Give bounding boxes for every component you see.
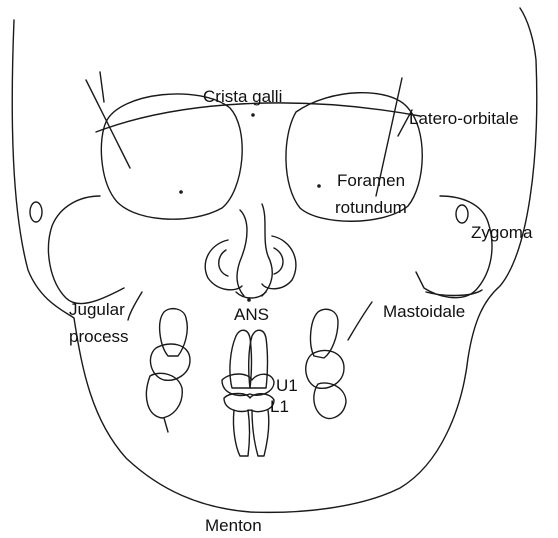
left-zygoma-oval [30, 202, 42, 222]
incisor-crowns-lower [224, 394, 274, 412]
nasal-floor [236, 292, 266, 298]
nasal-septum-right [262, 204, 272, 296]
label-crista-galli: Crista galli [203, 88, 282, 106]
left-orbit [101, 94, 242, 219]
skull-outline [12, 8, 537, 512]
right-zygoma-oval [456, 205, 468, 223]
mastoid-pointer [348, 302, 372, 340]
left-molar-root [164, 418, 168, 432]
nasal-right-inner [274, 248, 283, 274]
label-zygoma: Zygoma [471, 224, 532, 242]
nasal-right-turbinate [262, 236, 296, 289]
left-orbit-tick [100, 72, 104, 102]
label-l1: L1 [270, 398, 289, 416]
left-orbit-center-dot [179, 190, 183, 194]
nasal-septum-left [237, 210, 247, 296]
orbital-line [96, 103, 420, 132]
label-foramen: Foramen [337, 172, 405, 190]
label-process: process [69, 328, 129, 346]
label-mastoidale: Mastoidale [383, 303, 465, 321]
lower-incisor-right [252, 410, 269, 456]
nasal-left-turbinate [205, 240, 242, 290]
right-zygoma-contour [416, 196, 492, 298]
label-jugular: Jugular [69, 301, 125, 319]
jugular-pointer [128, 292, 142, 320]
label-ans: ANS [234, 306, 269, 324]
foramen-rotundum-dot [317, 184, 321, 188]
label-u1: U1 [276, 377, 298, 395]
lower-incisor-left [233, 410, 249, 456]
nasal-left-inner [219, 250, 228, 276]
left-premolar [160, 309, 188, 356]
label-latero-orbitale: Latero-orbitale [409, 110, 519, 128]
left-zygoma-contour [48, 196, 124, 304]
crista-galli-dot [251, 113, 255, 117]
label-menton: Menton [205, 517, 262, 535]
label-rotundum: rotundum [335, 199, 407, 217]
ans-dot [247, 298, 251, 302]
left-latero-line [86, 80, 130, 168]
